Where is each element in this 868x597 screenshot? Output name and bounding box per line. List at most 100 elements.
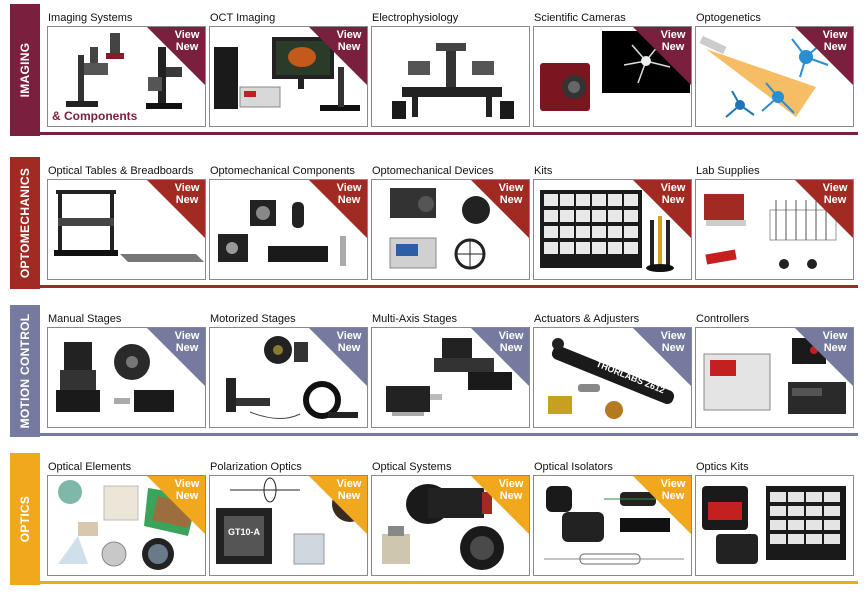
view-new-badge[interactable] [309, 476, 367, 534]
view-new-badge[interactable] [795, 328, 853, 386]
view-label[interactable]: View [336, 29, 362, 41]
new-label[interactable]: New [337, 342, 361, 354]
view-label[interactable]: View [498, 478, 524, 490]
view-new-badge[interactable] [471, 476, 529, 534]
view-label[interactable]: View [660, 330, 686, 342]
view-label[interactable]: View [174, 182, 200, 194]
view-new-badge[interactable] [471, 180, 529, 238]
new-label[interactable]: New [661, 490, 685, 502]
view-new-badge[interactable] [147, 27, 205, 85]
tile-electrophysiology[interactable]: Electrophysiology [371, 12, 530, 128]
view-label[interactable]: View [336, 182, 362, 194]
tile-label[interactable]: Optogenetics [696, 12, 761, 24]
view-label[interactable]: View [660, 478, 686, 490]
new-label[interactable]: New [823, 194, 847, 206]
view-new-badge[interactable] [309, 27, 367, 85]
view-label[interactable]: View [336, 478, 362, 490]
view-label[interactable]: View [822, 182, 848, 194]
view-label[interactable]: View [822, 330, 848, 342]
view-label[interactable]: View [498, 330, 524, 342]
view-label[interactable]: View [174, 330, 200, 342]
view-new-badge[interactable] [309, 180, 367, 238]
tile-label[interactable]: Manual Stages [48, 313, 122, 325]
new-label[interactable]: New [175, 194, 199, 206]
view-label[interactable]: View [660, 182, 686, 194]
view-label[interactable]: View [660, 29, 686, 41]
view-new-badge[interactable] [309, 328, 367, 386]
tile-label[interactable]: Electrophysiology [372, 12, 459, 24]
tile-label[interactable]: OCT Imaging [210, 12, 276, 24]
tile-label[interactable]: Multi-Axis Stages [372, 313, 457, 325]
new-label[interactable]: New [661, 194, 685, 206]
new-label[interactable]: New [337, 490, 361, 502]
tile-label[interactable]: Lab Supplies [696, 165, 760, 177]
tile-label[interactable]: Imaging Systems [48, 12, 133, 24]
tile-optics-kits[interactable]: Optics Kits [695, 461, 854, 577]
new-label[interactable]: New [823, 342, 847, 354]
view-new-badge[interactable] [633, 180, 691, 238]
view-new-badge[interactable] [795, 27, 853, 85]
view-label[interactable]: View [174, 478, 200, 490]
view-new-badge[interactable] [147, 328, 205, 386]
tile-label[interactable]: Optical Systems [372, 461, 452, 473]
view-label[interactable]: View [174, 29, 200, 41]
new-label[interactable]: New [661, 41, 685, 53]
tile-label[interactable]: Polarization Optics [210, 461, 302, 473]
tile-label[interactable]: Kits [534, 165, 553, 177]
view-new-badge[interactable] [147, 180, 205, 238]
tile-image[interactable] [371, 26, 530, 127]
view-new-badge[interactable] [633, 27, 691, 85]
tile-label[interactable]: Optical Elements [48, 461, 132, 473]
tile-label[interactable]: Optical Tables & Breadboards [48, 165, 194, 177]
tile-label[interactable]: Scientific Cameras [534, 12, 626, 24]
new-label[interactable]: New [175, 342, 199, 354]
new-label[interactable]: New [499, 194, 523, 206]
tile-label[interactable]: Optics Kits [696, 461, 749, 473]
new-label[interactable]: New [499, 342, 523, 354]
new-label[interactable]: New [337, 41, 361, 53]
new-label[interactable]: New [823, 41, 847, 53]
view-new-badge[interactable] [795, 180, 853, 238]
new-label[interactable]: New [661, 342, 685, 354]
